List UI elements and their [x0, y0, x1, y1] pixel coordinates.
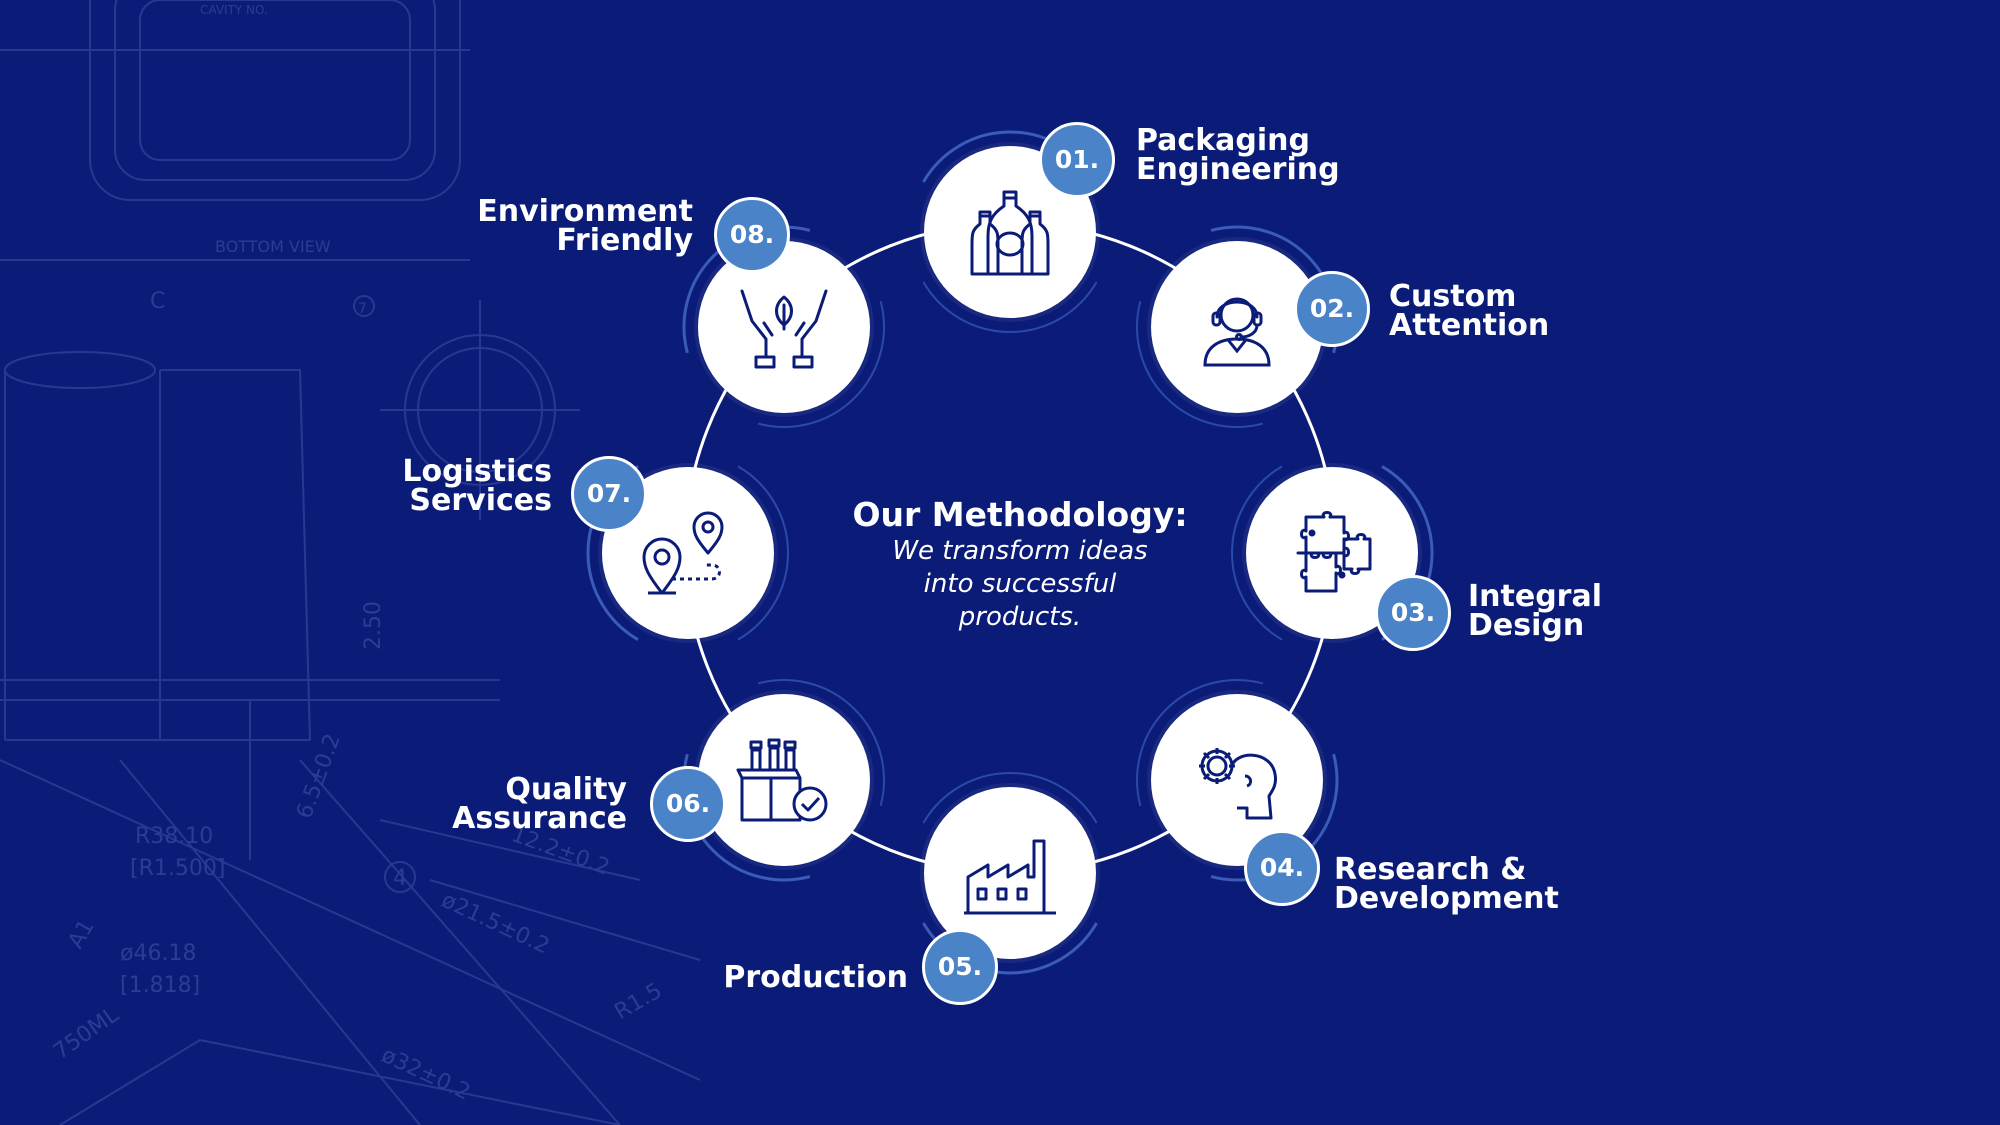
bg-text-d4618: ø46.18 [120, 941, 196, 966]
step-05-label: Production [723, 960, 908, 995]
node-arc-inner-5 [922, 772, 1098, 824]
bg-text-cavity: CAVITY NO. [200, 3, 268, 17]
bg-text-250: 2.50 [361, 601, 386, 650]
hands-leaf-icon [740, 289, 828, 369]
step-06-node[interactable] [698, 694, 870, 866]
bottles-icon [970, 190, 1050, 276]
step-08-node[interactable] [698, 241, 870, 413]
quality-check-icon [736, 738, 828, 822]
node-arc-inner-6 [757, 679, 885, 807]
bg-text-r1500: [R1.500] [130, 856, 225, 881]
factory-icon [964, 839, 1056, 915]
bg-text-1818: [1.818] [120, 973, 200, 998]
step-07-badge: 07. [571, 456, 647, 532]
step-02-badge: 02. [1294, 271, 1370, 347]
step-08-badge: 08. [714, 197, 790, 273]
bg-text-4: 4 [393, 866, 407, 891]
head-gear-icon [1199, 748, 1277, 820]
node-arc-inner-3 [1231, 465, 1283, 641]
node-arc-inner-8 [757, 300, 885, 428]
bg-text-7: 7 [358, 301, 367, 317]
center-title: Our Methodology: [852, 495, 1188, 534]
bg-text-bottom-view: BOTTOM VIEW [215, 237, 331, 256]
node-arc-inner-4 [1136, 679, 1264, 807]
node-arc-inner-2 [1136, 300, 1264, 428]
step-04-node[interactable] [1151, 694, 1323, 866]
center-caption: Our Methodology: We transform ideas into… [820, 495, 1220, 634]
step-02-node[interactable] [1151, 241, 1323, 413]
step-01-badge: 01. [1039, 122, 1115, 198]
bg-text-r3810: R38.10 [135, 824, 213, 849]
step-04-badge: 04. [1244, 830, 1320, 906]
step-03-badge: 03. [1375, 575, 1451, 651]
center-subtitle: We transform ideas into successful produ… [892, 536, 1148, 632]
headset-agent-icon [1203, 297, 1271, 367]
node-arc-inner-7 [737, 465, 789, 641]
route-pins-icon [642, 511, 724, 595]
node-arc-inner-1 [922, 281, 1098, 333]
step-05-badge: 05. [922, 929, 998, 1005]
step-04-label: Research &Development [1334, 852, 1559, 916]
puzzle-icon [1296, 511, 1372, 593]
bg-text-c: C [150, 289, 165, 314]
step-06-badge: 06. [650, 766, 726, 842]
